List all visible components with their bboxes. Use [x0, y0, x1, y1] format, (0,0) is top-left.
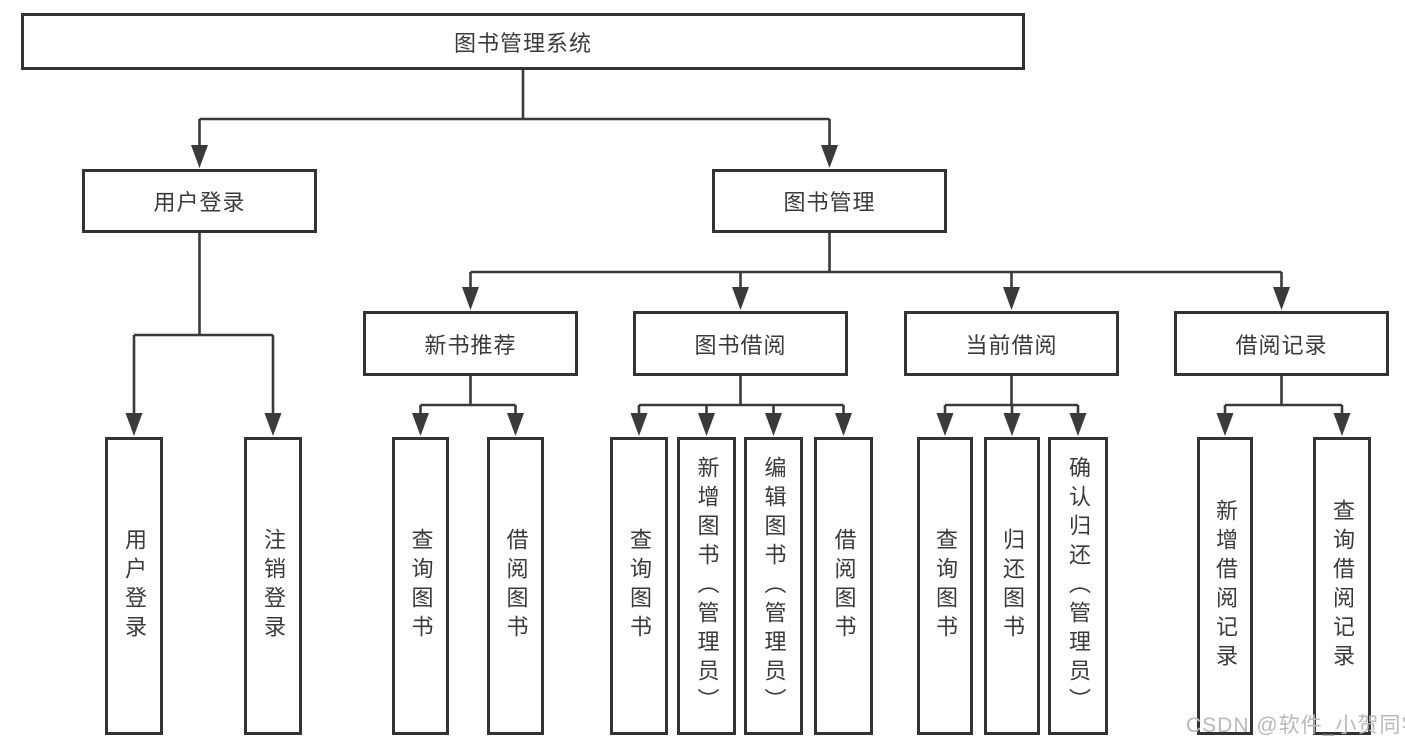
node-leaf-add-book-admin: 新增图书（管理员）: [677, 437, 736, 735]
node-leaf-query-book-recommend: 查询图书: [392, 437, 449, 735]
node-leaf-borrow-book-borrowing: 借阅图书: [814, 437, 873, 735]
node-leaf-add-borrow-record: 新增借阅记录: [1197, 437, 1253, 735]
node-book-borrowing: 图书借阅: [633, 311, 848, 376]
node-leaf-logout-login: 注销登录: [244, 437, 302, 735]
node-leaf-query-borrow-record: 查询借阅记录: [1313, 437, 1371, 735]
node-current-borrowing: 当前借阅: [904, 311, 1119, 376]
node-leaf-query-book-current: 查询图书: [917, 437, 973, 735]
node-leaf-return-book: 归还图书: [984, 437, 1040, 735]
node-leaf-edit-book-admin: 编辑图书（管理员）: [744, 437, 803, 735]
node-leaf-user-login: 用户登录: [105, 437, 163, 735]
node-leaf-borrow-book-recommend: 借阅图书: [487, 437, 544, 735]
node-book-management: 图书管理: [712, 169, 947, 233]
watermark: CSDN @软件_小贺同学: [1186, 714, 1405, 737]
node-leaf-confirm-return-admin: 确认归还（管理员）: [1048, 437, 1108, 735]
node-new-book-recommend: 新书推荐: [363, 311, 578, 376]
node-borrowing-records: 借阅记录: [1174, 311, 1389, 376]
node-leaf-query-book-borrowing: 查询图书: [610, 437, 668, 735]
node-root: 图书管理系统: [21, 13, 1025, 70]
node-user-login: 用户登录: [82, 169, 317, 233]
